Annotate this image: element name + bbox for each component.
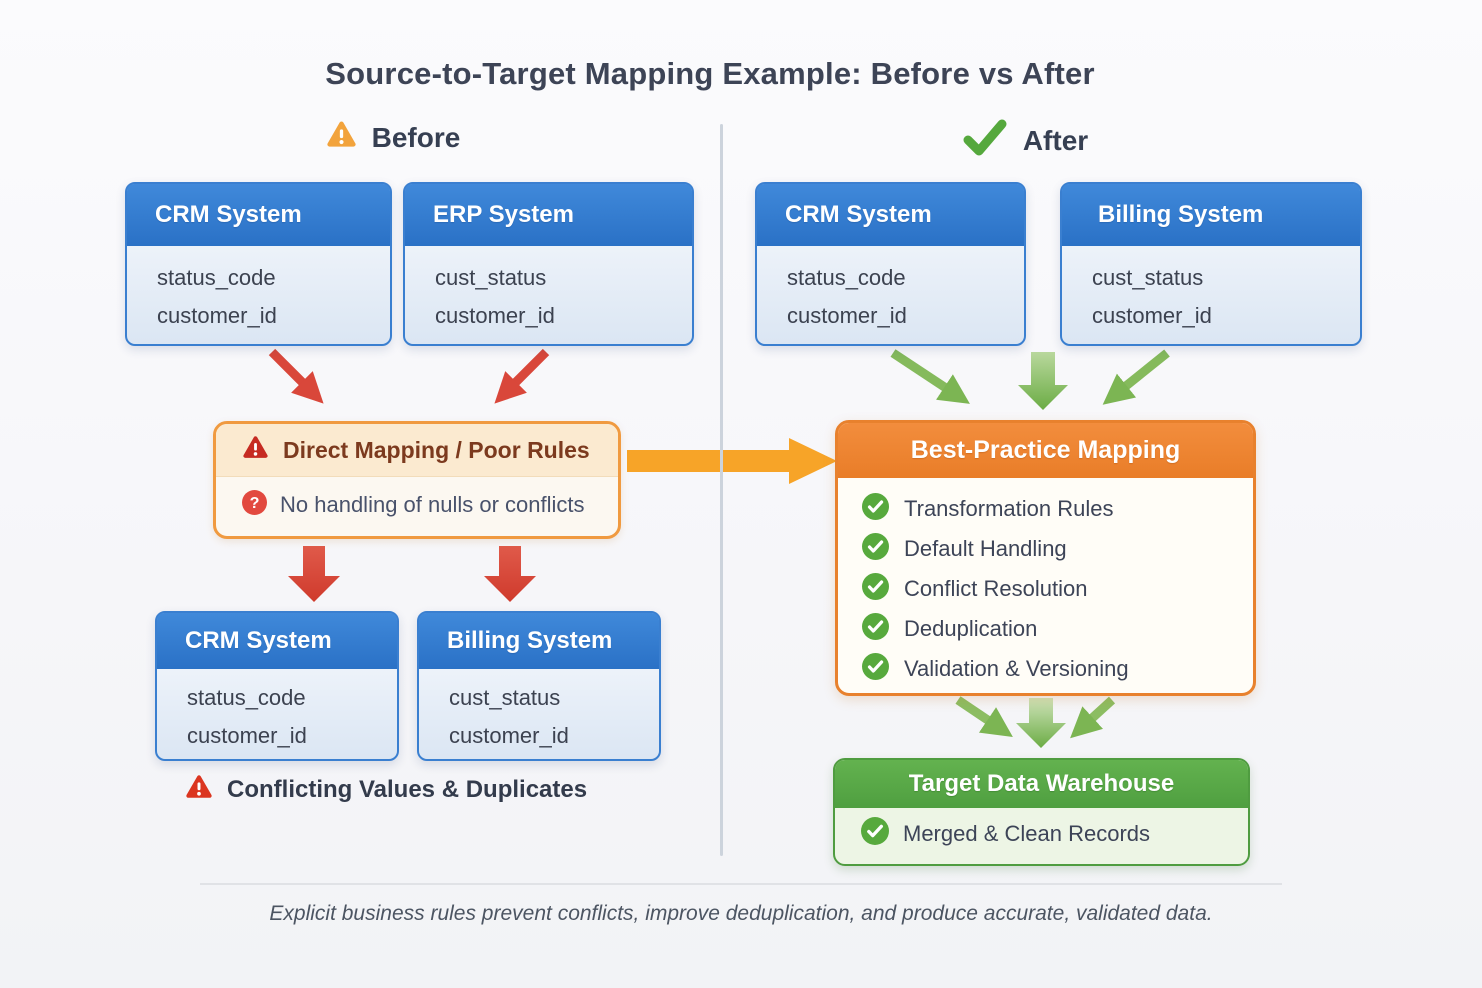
after-section-label: After: [860, 118, 1190, 163]
system-box-fields: cust_status customer_id: [405, 246, 692, 335]
green-arrow-down-center: [1018, 352, 1068, 410]
best-practice-title: Best-Practice Mapping: [838, 423, 1253, 478]
field-label: customer_id: [787, 303, 907, 328]
alert-triangle-icon: [242, 435, 269, 465]
question-circle-icon: ?: [242, 489, 267, 521]
checklist-item: Validation & Versioning: [862, 649, 1253, 689]
target-warehouse-box: Target Data Warehouse Merged & Clean Rec…: [833, 758, 1250, 866]
before-mapping-header: Direct Mapping / Poor Rules: [216, 424, 618, 477]
green-arrow-lower-right: [1070, 696, 1116, 739]
before-mapping-note: No handling of nulls or conflicts: [280, 492, 585, 517]
target-warehouse-item-text: Merged & Clean Records: [903, 821, 1151, 846]
field-label: cust_status: [435, 265, 547, 290]
checklist-item-text: Deduplication: [904, 616, 1038, 641]
caption-text: Explicit business rules prevent conflict…: [269, 902, 1213, 925]
system-box-title: ERP System: [405, 184, 692, 246]
field-label: customer_id: [187, 723, 307, 748]
checklist-item: Transformation Rules: [862, 489, 1253, 529]
alert-triangle-icon: [185, 774, 213, 806]
page-title: Source-to-Target Mapping Example: Before…: [325, 56, 1095, 91]
before-erp-source-box: ERP System cust_status customer_id: [403, 182, 694, 346]
after-label-text: After: [1022, 124, 1089, 156]
field-label: status_code: [187, 685, 306, 710]
green-arrow-lower-left: [955, 696, 1013, 737]
before-section-label: Before: [228, 120, 558, 155]
system-box-fields: status_code customer_id: [127, 246, 390, 335]
section-divider: [720, 124, 723, 856]
checklist-item: Conflict Resolution: [862, 569, 1253, 609]
checklist-item: Deduplication: [862, 609, 1253, 649]
before-mapping-box: Direct Mapping / Poor Rules ? No handlin…: [213, 421, 621, 539]
checklist-item-text: Default Handling: [904, 536, 1067, 561]
field-label: customer_id: [157, 303, 277, 328]
warning-triangle-icon: [326, 120, 357, 155]
after-crm-source-box: CRM System status_code customer_id: [755, 182, 1026, 346]
best-practice-checklist: Transformation Rules Default Handling Co…: [838, 478, 1253, 689]
system-box-fields: status_code customer_id: [157, 669, 397, 755]
caption-divider: [200, 883, 1282, 885]
green-arrow-right-diagonal: [1102, 349, 1170, 405]
before-crm-target-box: CRM System status_code customer_id: [155, 611, 399, 761]
check-circle-icon: [862, 572, 889, 606]
before-billing-target-box: Billing System cust_status customer_id: [417, 611, 661, 761]
before-label-text: Before: [371, 121, 461, 153]
before-mapping-note-row: ? No handling of nulls or conflicts: [216, 477, 618, 533]
field-label: customer_id: [435, 303, 555, 328]
field-label: customer_id: [449, 723, 569, 748]
checklist-item-text: Validation & Versioning: [904, 656, 1129, 681]
system-box-title: CRM System: [757, 184, 1024, 246]
checkmark-icon: [962, 118, 1008, 163]
system-box-fields: status_code customer_id: [757, 246, 1024, 335]
green-arrow-lower-center: [1016, 698, 1066, 748]
checklist-item: Default Handling: [862, 529, 1253, 569]
conflict-warning-label: Conflicting Values & Duplicates: [185, 774, 587, 806]
field-label: customer_id: [1092, 303, 1212, 328]
system-box-title: CRM System: [127, 184, 390, 246]
field-label: status_code: [787, 265, 906, 290]
red-arrow-down-right: [484, 546, 536, 602]
conflict-warning-text: Conflicting Values & Duplicates: [227, 776, 588, 803]
system-box-fields: cust_status customer_id: [419, 669, 659, 755]
system-box-fields: cust_status customer_id: [1062, 246, 1360, 335]
target-warehouse-item-row: Merged & Clean Records: [835, 808, 1248, 860]
check-circle-icon: [862, 532, 889, 566]
green-arrow-left-diagonal: [890, 349, 970, 404]
field-label: cust_status: [1092, 265, 1204, 290]
check-circle-icon: [862, 492, 889, 526]
svg-text:?: ?: [250, 493, 260, 511]
best-practice-mapping-box: Best-Practice Mapping Transformation Rul…: [835, 420, 1256, 696]
after-billing-source-box: Billing System cust_status customer_id: [1060, 182, 1362, 346]
red-arrow-right-diagonal: [494, 348, 550, 404]
before-crm-source-box: CRM System status_code customer_id: [125, 182, 392, 346]
red-arrow-left-diagonal: [268, 348, 324, 404]
field-label: status_code: [157, 265, 276, 290]
field-label: cust_status: [449, 685, 561, 710]
checklist-item-text: Conflict Resolution: [904, 576, 1088, 601]
check-circle-icon: [861, 817, 889, 851]
check-circle-icon: [862, 652, 889, 686]
before-mapping-title: Direct Mapping / Poor Rules: [283, 436, 590, 463]
system-box-title: Billing System: [419, 613, 659, 669]
check-circle-icon: [862, 612, 889, 646]
system-box-title: CRM System: [157, 613, 397, 669]
target-warehouse-title: Target Data Warehouse: [835, 760, 1248, 808]
checklist-item-text: Transformation Rules: [904, 496, 1114, 521]
red-arrow-down-left: [288, 546, 340, 602]
system-box-title: Billing System: [1062, 184, 1360, 246]
orange-transition-arrow: [627, 438, 837, 484]
